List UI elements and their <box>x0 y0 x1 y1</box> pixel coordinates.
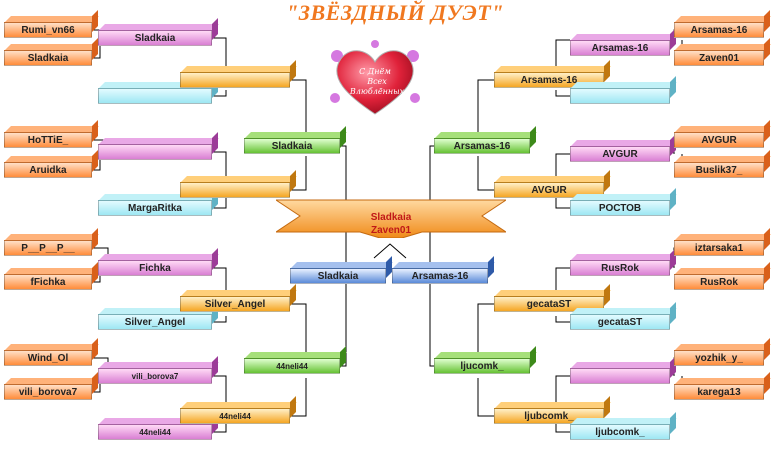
slot-label: Silver_Angel <box>180 296 290 312</box>
slot-label: Rumi_vn66 <box>4 22 92 38</box>
bracket-slot-ls2: 44neli44 <box>244 346 347 374</box>
bracket-slot-l5: P__P__P__ <box>4 228 99 256</box>
slot-label <box>98 144 212 160</box>
bracket-slot-lq3: Silver_Angel <box>180 284 297 312</box>
slot-label: Sladkaia <box>98 30 212 46</box>
slot-label: Arsamas-16 <box>392 268 488 284</box>
bracket-slot-rm8: ljubcomk_ <box>570 412 677 440</box>
slot-label: Aruidka <box>4 162 92 178</box>
slot-label: Zaven01 <box>674 50 764 66</box>
bracket-slot-rs1: Arsamas-16 <box>434 126 537 154</box>
bracket-slot-rm3: AVGUR <box>570 134 677 162</box>
bracket-slot-lm3 <box>98 132 219 160</box>
bracket-slot-l1: Rumi_vn66 <box>4 10 99 38</box>
bracket-slot-lm5: Fichka <box>98 248 219 276</box>
slot-label: HoTTiE_ <box>4 132 92 148</box>
heart-text-1: С Днём <box>359 67 391 76</box>
slot-label: yozhik_y_ <box>674 350 764 366</box>
slot-label: Buslik37_ <box>674 162 764 178</box>
bracket-slot-r7: yozhik_y_ <box>674 338 771 366</box>
slot-label: vili_borova7 <box>98 368 212 384</box>
bracket-slot-lm8: 44neli44 <box>98 412 219 440</box>
bracket-slot-fl: Sladkaia <box>290 256 393 284</box>
slot-label <box>570 88 670 104</box>
bracket-slot-rm6: gecataST <box>570 302 677 330</box>
bracket-slot-r2: Zaven01 <box>674 38 771 66</box>
slot-label <box>570 368 670 384</box>
slot-label: fFichka <box>4 274 92 290</box>
slot-label <box>98 88 212 104</box>
bracket-slot-r3: AVGUR <box>674 120 771 148</box>
bracket-slot-l6: fFichka <box>4 262 99 290</box>
bracket-slot-lm7: vili_borova7 <box>98 356 219 384</box>
winner-banner: Sladkaia Zaven01 <box>274 196 508 239</box>
slot-label: Arsamas-16 <box>434 138 530 154</box>
slot-label: RusRok <box>570 260 670 276</box>
page-title: "ЗВЁЗДНЫЙ ДУЭТ" <box>286 0 504 25</box>
bracket-slot-r4: Buslik37_ <box>674 150 771 178</box>
bracket-slot-ls1: Sladkaia <box>244 126 347 154</box>
bracket-slot-rs2: ljucomk_ <box>434 346 537 374</box>
slot-label: 44neli44 <box>180 408 290 424</box>
bracket-slot-l4: Aruidka <box>4 150 99 178</box>
bracket-slot-lm2 <box>98 76 219 104</box>
bracket-slot-lq4: 44neli44 <box>180 396 297 424</box>
slot-label: ljucomk_ <box>434 358 530 374</box>
bracket-slot-r8: karega13 <box>674 372 771 400</box>
bracket-slot-lm1: Sladkaia <box>98 18 219 46</box>
slot-label: 44neli44 <box>98 424 212 440</box>
bracket-slot-lq1 <box>180 60 297 88</box>
bracket-slot-lm6: Silver_Angel <box>98 302 219 330</box>
bracket-slot-rm5: RusRok <box>570 248 677 276</box>
slot-label: gecataST <box>570 314 670 330</box>
valentine-heart-image: С Днём Всех Влюблённых <box>330 40 420 115</box>
winner-name-1: Sladkaia <box>370 212 412 223</box>
slot-label: vili_borova7 <box>4 384 92 400</box>
slot-label: MargaRitka <box>98 200 212 216</box>
slot-label: 44neli44 <box>244 358 340 374</box>
bracket-slot-l8: vili_borova7 <box>4 372 99 400</box>
bracket-slot-rm1: Arsamas-16 <box>570 28 677 56</box>
bracket-slot-fr: Arsamas-16 <box>392 256 495 284</box>
slot-label: RusRok <box>674 274 764 290</box>
bracket-slot-rm4: РОСТОВ <box>570 188 677 216</box>
bracket-slot-rm2 <box>570 76 677 104</box>
slot-label: iztarsaka1 <box>674 240 764 256</box>
slot-label: AVGUR <box>570 146 670 162</box>
slot-label: Wind_Ol <box>4 350 92 366</box>
slot-label: AVGUR <box>674 132 764 148</box>
winner-name-2: Zaven01 <box>370 225 412 236</box>
slot-label: ljubcomk_ <box>570 424 670 440</box>
heart-text-3: Влюблённых <box>349 87 405 96</box>
slot-label: Arsamas-16 <box>674 22 764 38</box>
bracket-slot-l7: Wind_Ol <box>4 338 99 366</box>
slot-label: Sladkaia <box>4 50 92 66</box>
bracket-slot-l3: HoTTiE_ <box>4 120 99 148</box>
slot-label: Fichka <box>98 260 212 276</box>
slot-label: karega13 <box>674 384 764 400</box>
bracket-slot-rm7 <box>570 356 677 384</box>
bracket-slot-r1: Arsamas-16 <box>674 10 771 38</box>
slot-label: Arsamas-16 <box>570 40 670 56</box>
slot-label: РОСТОВ <box>570 200 670 216</box>
bracket-slot-lq2 <box>180 170 297 198</box>
heart-text-2: Всех <box>366 77 387 86</box>
bracket-slot-l2: Sladkaia <box>4 38 99 66</box>
slot-label: Sladkaia <box>244 138 340 154</box>
bracket-slot-lm4: MargaRitka <box>98 188 219 216</box>
slot-label: P__P__P__ <box>4 240 92 256</box>
slot-label: Sladkaia <box>290 268 386 284</box>
slot-label <box>180 182 290 198</box>
bracket-slot-r6: RusRok <box>674 262 771 290</box>
slot-label: Silver_Angel <box>98 314 212 330</box>
slot-label <box>180 72 290 88</box>
bracket-slot-r5: iztarsaka1 <box>674 228 771 256</box>
